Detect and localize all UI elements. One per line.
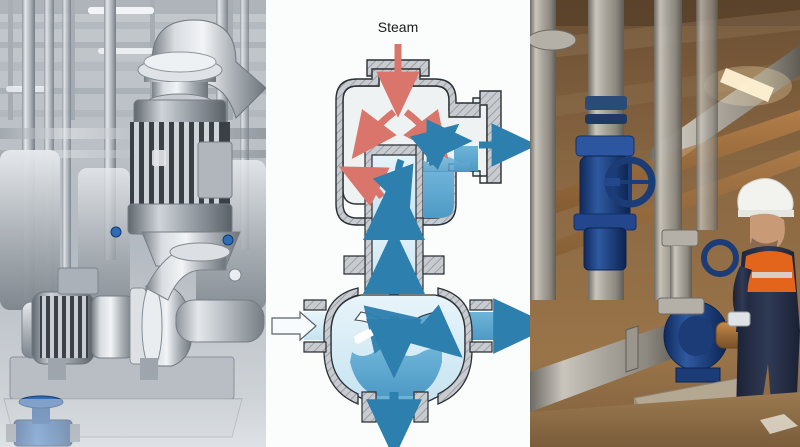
photo-panel-left — [0, 0, 266, 447]
small-handwheel-icon — [701, 239, 739, 277]
steam-label: Steam — [378, 19, 418, 35]
blue-gate-valve — [573, 135, 656, 271]
technician-inspection-photo — [530, 0, 800, 447]
steam-trap-schematic: Steam — [266, 0, 530, 447]
terminal-box — [57, 267, 99, 295]
diagram-panel: Steam — [266, 0, 530, 447]
pump-foot — [675, 367, 721, 383]
arm — [732, 266, 752, 318]
lower-flow-arrows — [271, 298, 530, 447]
industrial-pump-photo — [0, 0, 266, 447]
hi-vis-vest — [742, 251, 796, 292]
discharge-pipe — [175, 299, 265, 343]
hard-hat — [737, 178, 794, 215]
technician — [727, 178, 800, 426]
ceiling-lamp — [704, 66, 792, 106]
junction-box — [197, 141, 233, 199]
foreground-pipe — [530, 320, 680, 412]
floor — [530, 392, 800, 447]
pressure-gauge — [110, 226, 242, 282]
photo-panel-right — [530, 0, 800, 447]
clipboard — [727, 311, 751, 327]
